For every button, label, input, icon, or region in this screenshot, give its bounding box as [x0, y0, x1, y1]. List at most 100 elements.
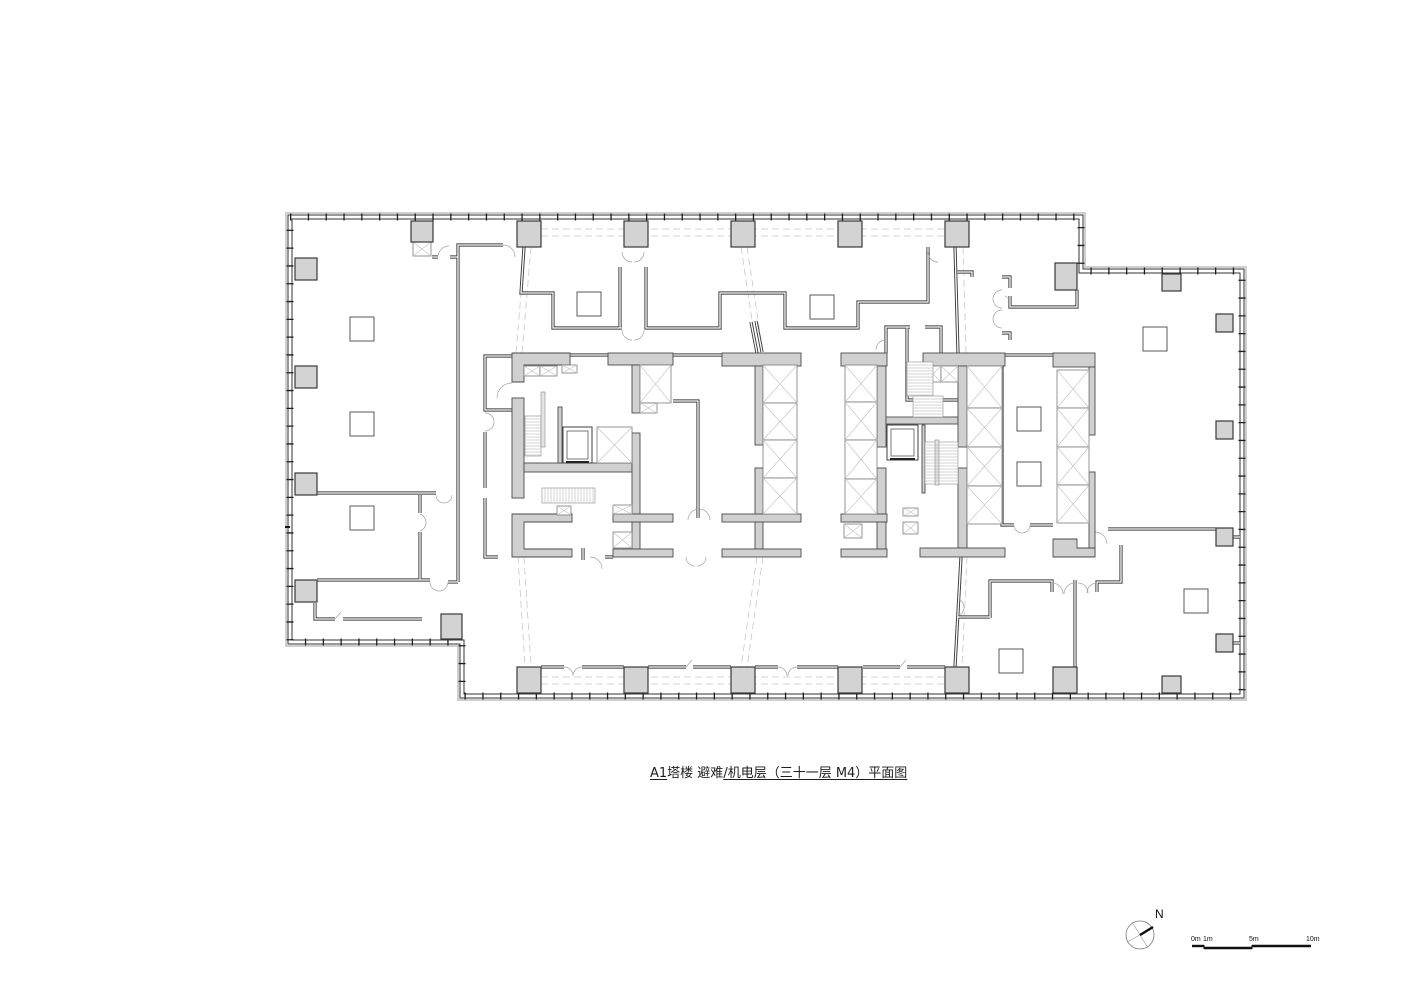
column: [1054, 262, 1078, 291]
elevator-car-inner: [890, 428, 915, 457]
column: [944, 220, 970, 248]
core-wall: [721, 352, 802, 367]
shaft-opening: [998, 648, 1024, 674]
shaft-opening: [1183, 588, 1209, 614]
shaft-cross-line: [902, 507, 919, 517]
grid-dashed-line: [517, 556, 532, 668]
door-swing: [621, 329, 645, 341]
column: [730, 666, 756, 694]
stairs: [524, 361, 959, 504]
door-swing: [1077, 582, 1098, 594]
column: [294, 579, 318, 603]
column: [516, 220, 542, 248]
north-arrow-axis: [1126, 934, 1141, 943]
stair-handrail: [934, 439, 940, 486]
column: [944, 666, 970, 694]
core-wall: [557, 406, 563, 464]
door-swing: [1013, 524, 1031, 534]
shaft-opening: [1016, 406, 1042, 432]
facade-outer-halo: [285, 212, 1247, 701]
title-tower-code: A1: [650, 766, 668, 781]
core-wall: [511, 513, 573, 558]
core-wall: [840, 548, 888, 558]
shaft-cross-line: [762, 439, 798, 479]
shaft-cross-line: [844, 439, 878, 480]
scale-label-10m: 10m: [1306, 936, 1320, 943]
title-floor-label: /机电层（三十一层 M4）平面图: [723, 766, 908, 781]
column: [294, 365, 318, 389]
door-swing: [435, 494, 453, 504]
core-wall: [957, 467, 968, 549]
door-swing: [992, 289, 1003, 329]
door-swing: [502, 244, 516, 258]
column: [623, 666, 649, 694]
elevator-shafts: [412, 241, 1090, 549]
core-wall: [885, 416, 959, 425]
core-wall: [754, 365, 764, 446]
shaft-cross-line: [1056, 369, 1090, 409]
column: [1215, 313, 1234, 333]
door-swing: [1051, 582, 1076, 595]
shaft-cross-line: [1056, 446, 1090, 486]
door-swing: [875, 339, 887, 351]
shaft-opening: [576, 291, 602, 317]
door-swing: [589, 556, 603, 570]
shaft-cross-line: [523, 365, 541, 377]
column: [1215, 527, 1234, 547]
door-swing: [777, 666, 798, 677]
shaft-opening: [349, 505, 375, 531]
scale-label-0m: 0m: [1191, 936, 1201, 943]
core-wall: [754, 467, 764, 515]
door-swing: [1094, 531, 1108, 545]
door-swing: [429, 581, 449, 592]
column: [837, 666, 863, 694]
door-swing: [687, 508, 711, 521]
core-wall: [876, 521, 887, 550]
column: [730, 220, 756, 248]
shaft-cross-line: [561, 364, 578, 374]
shaft-cross-line: [596, 426, 633, 464]
core-wall: [876, 467, 887, 515]
shaft-cross-line: [940, 365, 959, 383]
shaft-opening: [1016, 461, 1042, 487]
core-wall: [922, 352, 1006, 367]
column: [410, 220, 434, 243]
elevator-cars: [562, 424, 919, 464]
door-swing: [1004, 295, 1013, 301]
core-wall: [631, 364, 641, 414]
shaft-cross-line: [844, 478, 878, 515]
column: [1052, 666, 1078, 694]
shaft-cross-line: [762, 402, 798, 441]
core-wall: [612, 513, 674, 523]
column: [440, 613, 463, 640]
core-wall: [511, 352, 571, 383]
shaft-cross-line: [844, 364, 878, 403]
drawing-title: A1塔楼 避难/机电层（三十一层 M4）平面图: [650, 766, 907, 782]
shaft-cross-line: [1056, 484, 1090, 524]
grid-dashed-line: [962, 246, 967, 354]
door-swing: [496, 382, 513, 399]
core-wall: [631, 432, 641, 515]
scale-bar: [1192, 944, 1311, 950]
column: [837, 220, 863, 248]
shaft-cross-line: [762, 364, 798, 404]
column: [623, 220, 649, 248]
shaft-cross-line: [844, 401, 878, 441]
shaft-cross-line: [966, 407, 1003, 448]
door-swing: [959, 599, 965, 616]
elevator-car-inner: [566, 430, 589, 460]
core-wall: [721, 548, 802, 558]
door-swing: [484, 412, 495, 432]
core-wall: [840, 352, 888, 367]
shaft-openings: [349, 291, 1209, 674]
core-wall: [1052, 538, 1096, 558]
shaft-cross-line: [966, 365, 1003, 409]
door-swing: [927, 251, 939, 263]
core-wall: [957, 365, 968, 448]
shaft-cross-line: [762, 477, 798, 515]
core-wall: [754, 521, 764, 550]
core-wall: [511, 397, 525, 499]
shaft-cross-line: [639, 364, 672, 404]
door-swings: [334, 244, 1108, 677]
core-wall: [1088, 366, 1096, 436]
